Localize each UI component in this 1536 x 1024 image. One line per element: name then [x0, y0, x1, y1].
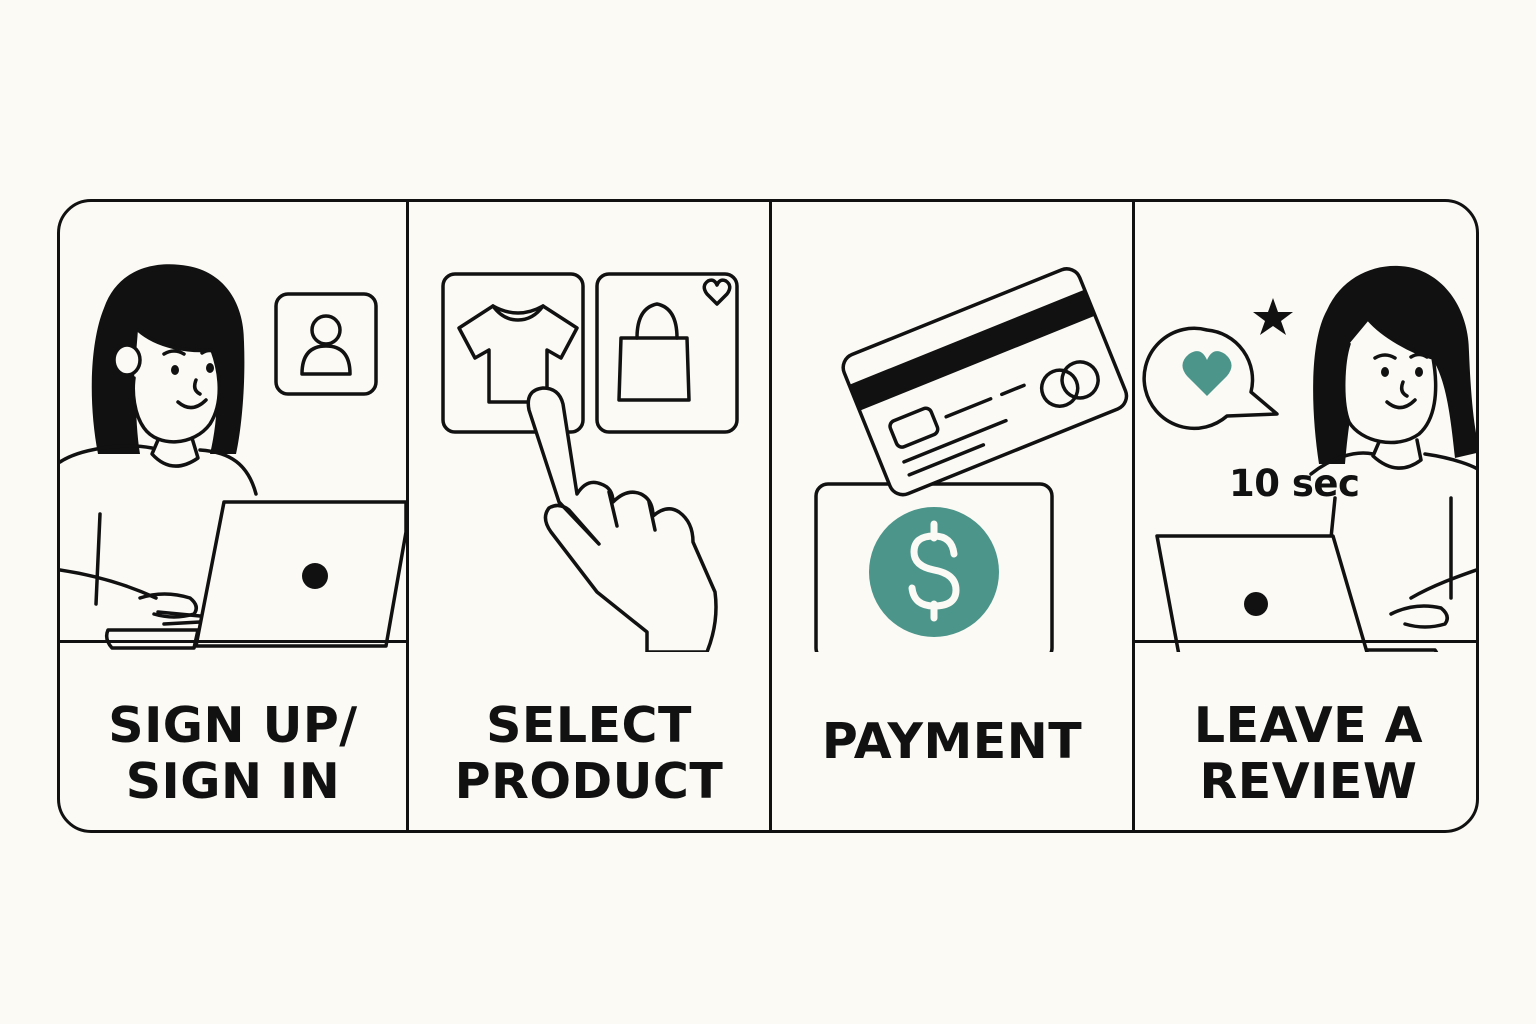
step-label: SELECT PRODUCT [454, 697, 724, 810]
shopping-bag-icon [617, 336, 691, 402]
step-label: LEAVE A REVIEW [1193, 697, 1424, 810]
payment-illustration [814, 267, 1129, 652]
speech-bubble-heart-icon [1142, 326, 1279, 431]
step-payment-panel: PAYMENT [772, 202, 1132, 830]
panel-divider [1132, 202, 1135, 830]
review-timer: 10 sec [1229, 462, 1360, 505]
panel-baseline [60, 640, 406, 643]
heart-icon [702, 278, 732, 306]
steps-frame: SIGN UP/ SIGN IN SELECT PRODUCT [57, 199, 1479, 833]
user-icon [300, 344, 352, 376]
panel-divider [406, 202, 409, 830]
pointing-hand-icon [526, 386, 718, 652]
step-sign-up-panel: SIGN UP/ SIGN IN [60, 202, 406, 830]
person-review-illustration [1142, 265, 1476, 652]
credit-card-icon [841, 267, 1129, 497]
star-icon [1253, 298, 1293, 335]
step-label: PAYMENT [821, 713, 1083, 770]
select-product-illustration [441, 272, 739, 652]
step-review-panel: 10 sec LEAVE A REVIEW [1135, 202, 1476, 830]
person-laptop-illustration [60, 264, 406, 650]
step-select-product-panel: SELECT PRODUCT [409, 202, 769, 830]
panel-divider [769, 202, 772, 830]
step-label: SIGN UP/ SIGN IN [108, 697, 358, 810]
tshirt-icon [457, 304, 579, 404]
panel-baseline [1135, 640, 1476, 643]
